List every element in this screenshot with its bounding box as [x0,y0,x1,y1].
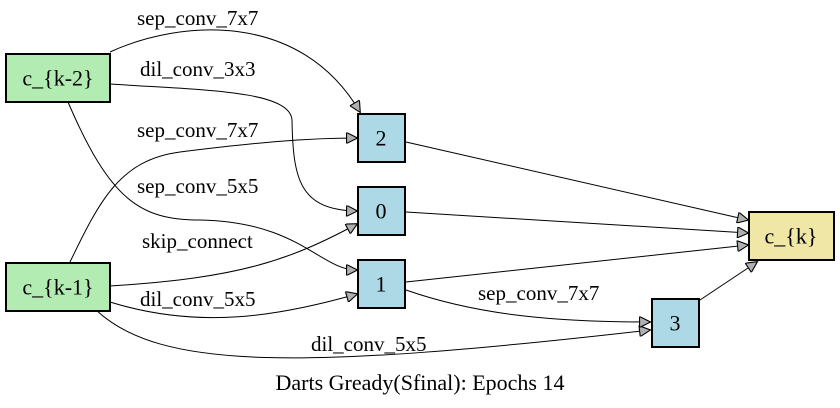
node-ck: c_{k} [748,211,835,261]
edge-label-ck1-to-0: skip_connect [142,229,253,253]
edge-label-ck1-to-3: dil_conv_5x5 [311,332,427,356]
node-0-box [357,186,406,236]
edge-ck1-to-1 [109,294,357,319]
node-1-label: 1 [376,272,387,297]
diagram-caption: Darts Gready(Sfinal): Epochs 14 [276,370,565,395]
edge-ck1-to-2 [69,138,357,263]
edge-label-ck1-to-1: dil_conv_5x5 [140,287,256,311]
edge-label-1-to-3: sep_conv_7x7 [478,281,599,305]
node-ck-box [748,211,835,261]
node-ck2: c_{k-2} [5,53,111,103]
node-0: 0 [357,186,406,236]
edge-label-ck2-to-0: dil_conv_3x3 [140,57,256,81]
node-2: 2 [357,113,406,163]
edge-3-to-ck [699,262,757,301]
node-ck1: c_{k-1} [5,262,111,312]
node-1-box [357,259,406,309]
edge-ck1-to-0 [109,224,357,287]
node-ck2-box [5,53,111,103]
node-2-label: 2 [376,126,387,151]
node-ck-label: c_{k} [765,224,818,249]
edge-ck2-to-2 [109,29,360,112]
node-ck2-label: c_{k-2} [22,66,93,91]
edge-ck2-to-1 [67,101,357,270]
edges [67,29,757,359]
node-2-box [357,113,406,163]
edge-0-to-ck [405,211,748,233]
node-3-label: 3 [670,311,681,336]
edge-1-to-ck [405,245,748,283]
edge-label-ck1-to-2: sep_conv_7x7 [137,118,258,142]
node-3: 3 [651,298,700,348]
node-ck1-label: c_{k-1} [22,275,93,300]
edge-ck2-to-0 [109,83,357,211]
node-3-box [651,298,700,348]
edge-labels: sep_conv_7x7 dil_conv_3x3 sep_conv_7x7 s… [137,6,599,356]
node-1: 1 [357,259,406,309]
node-0-label: 0 [376,199,387,224]
edge-2-to-ck [405,141,748,220]
edge-label-ck2-to-1: sep_conv_5x5 [137,174,258,198]
edge-1-to-3 [405,289,650,322]
edge-label-ck2-to-2: sep_conv_7x7 [137,6,258,30]
node-ck1-box [5,262,111,312]
edge-ck1-to-3 [95,309,650,359]
